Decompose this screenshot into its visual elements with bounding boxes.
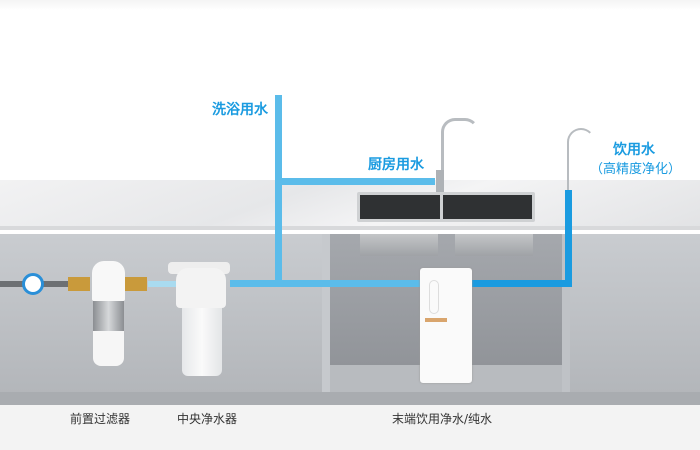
sink-bowl: [455, 234, 533, 256]
terminal-purifier-caption: 末端饮用净水/纯水: [392, 412, 493, 426]
baseboard: [0, 392, 700, 405]
drinking-pipe-riser: [565, 190, 572, 287]
sink-divider: [440, 192, 443, 222]
drinking-faucet: [567, 128, 595, 190]
kitchen-faucet-base: [436, 170, 444, 192]
central-water-purifier: [182, 308, 222, 376]
prefilter-caption: 前置过滤器: [70, 412, 131, 426]
wall: [0, 0, 700, 180]
bath-pipe: [275, 95, 282, 287]
marble-countertop: [0, 180, 700, 230]
drinking-water-label: 饮用水: [613, 142, 655, 158]
terminal-purifier: [420, 268, 472, 383]
water-meter: [22, 273, 44, 295]
bath-water-label: 洗浴用水: [212, 102, 268, 118]
prefilter: [93, 331, 124, 366]
purifier-display: [429, 280, 439, 314]
prefilter-screen: [93, 301, 124, 331]
connector-pipe: [148, 281, 183, 287]
central-filter-head: [176, 268, 226, 308]
drinking-pipe: [470, 280, 572, 287]
kitchen-faucet: [441, 118, 479, 188]
caption-strip: [0, 405, 700, 450]
kitchen-pipe: [275, 178, 435, 185]
main-pipe: [230, 280, 420, 287]
purifier-logo: [425, 318, 447, 322]
brass-fitting: [125, 277, 147, 291]
central-purifier-caption: 中央净水器: [177, 412, 238, 426]
drinking-water-sublabel: （高精度净化）: [590, 162, 682, 177]
sink: [357, 192, 535, 222]
kitchen-water-label: 厨房用水: [368, 157, 424, 173]
sink-bowl: [360, 234, 438, 256]
brass-fitting: [68, 277, 90, 291]
prefilter-head: [92, 261, 125, 301]
